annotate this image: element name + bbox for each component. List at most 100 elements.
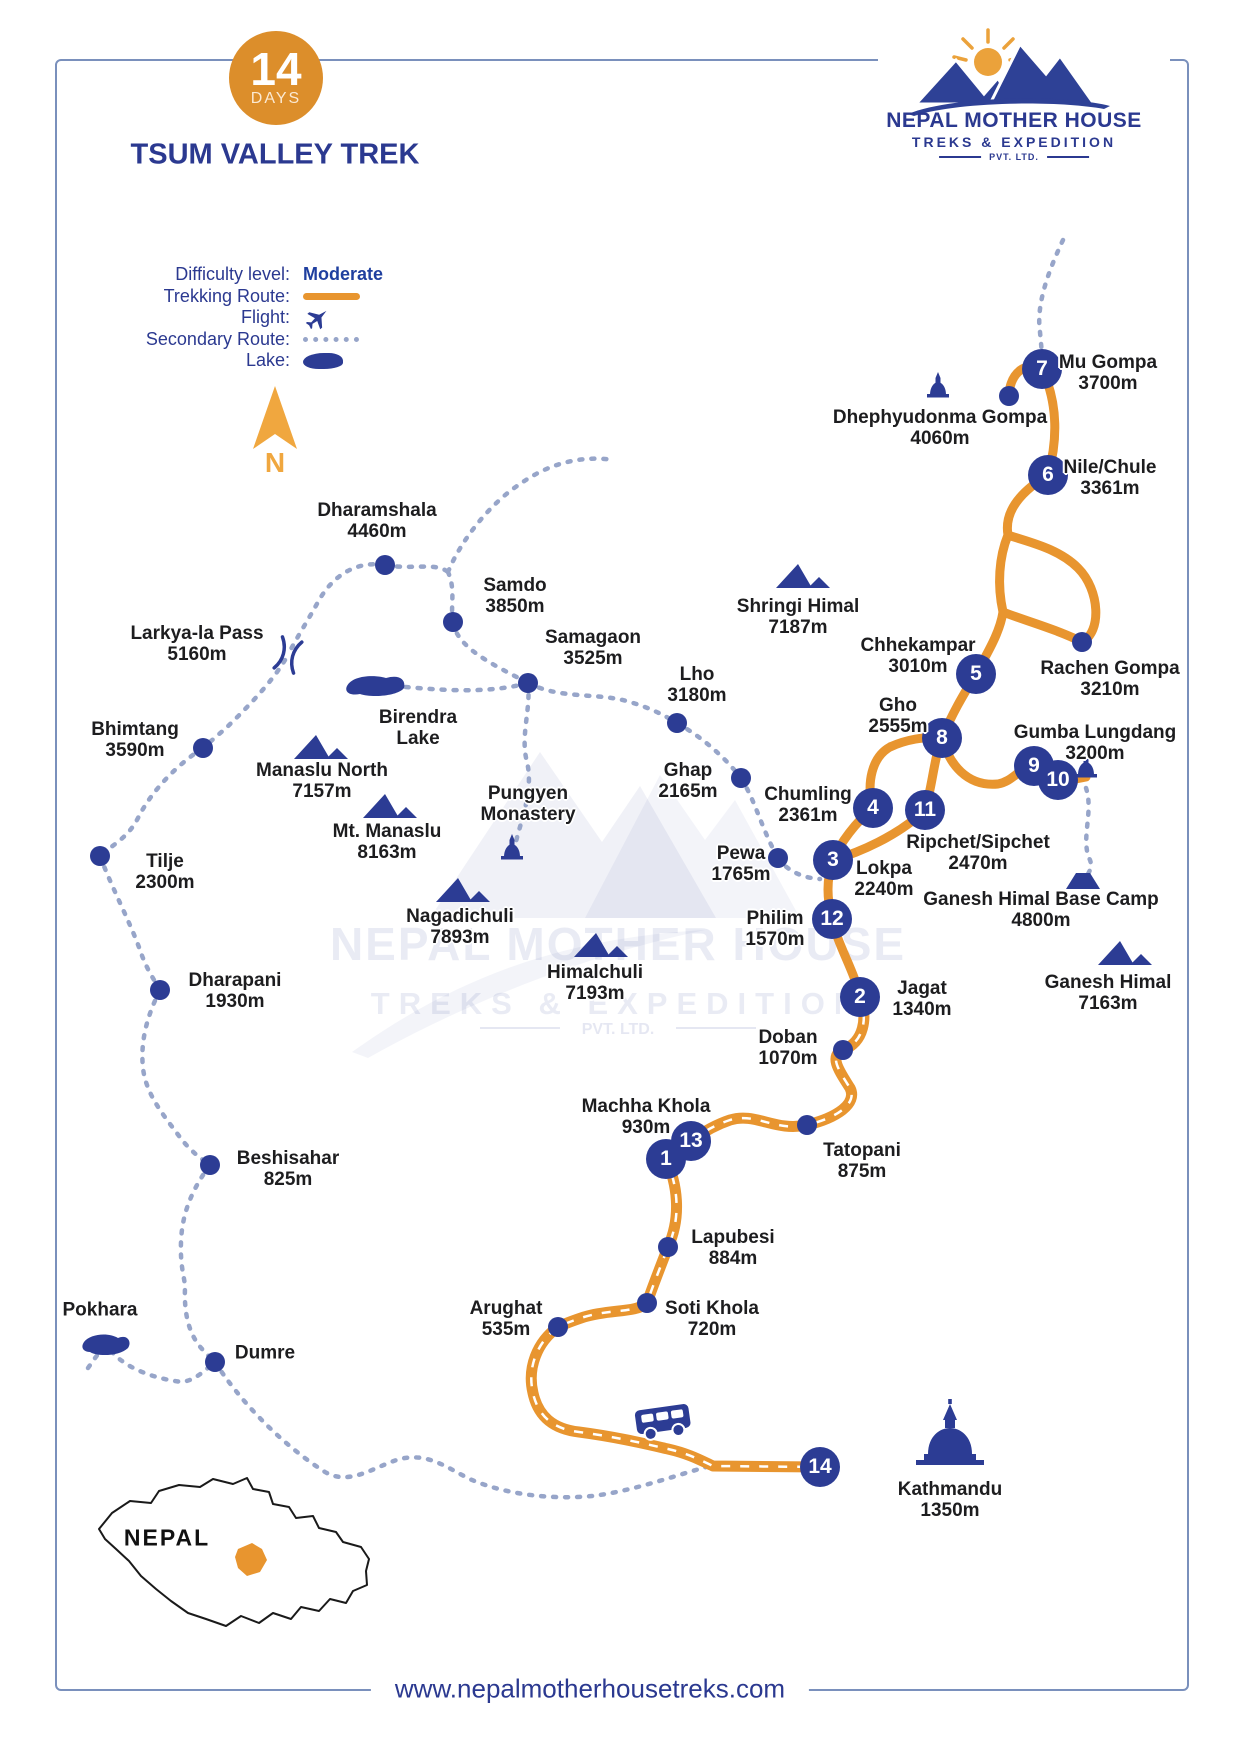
trekking-route-label: Trekking Route: — [163, 285, 290, 306]
flight-icon — [305, 310, 327, 329]
kathmandu-stupa-icon — [916, 1399, 984, 1465]
dot-arughat — [548, 1317, 568, 1337]
logo-graphic — [908, 28, 1110, 116]
days-badge: 14 DAYS — [229, 31, 323, 125]
dot-lapubesi — [658, 1237, 678, 1257]
nepal-inset-map — [98, 1477, 370, 1627]
lake-swatch — [303, 352, 343, 369]
legend-row-flight: Flight: — [118, 307, 383, 329]
legend-row-lake: Lake: — [118, 350, 383, 372]
lake-label: Lake: — [245, 350, 290, 371]
day-marker-2: 2 — [840, 977, 880, 1017]
days-unit: DAYS — [250, 90, 302, 107]
day-marker-13: 13 — [671, 1121, 711, 1161]
logo-mountains-icon — [908, 41, 1110, 116]
dot-lho — [667, 713, 687, 733]
dot-ghap — [731, 768, 751, 788]
day-marker-5: 5 — [956, 654, 996, 694]
dot-soti-khola — [637, 1293, 657, 1313]
dot-dharamshala — [375, 555, 395, 575]
watermark-line3: PVT. LTD. — [582, 1021, 655, 1038]
shringi-himal-icon — [776, 564, 830, 588]
watermark-logo: NEPAL MOTHER HOUSE TREKS & EXPEDITION PV… — [330, 752, 906, 1058]
day-marker-12: 12 — [812, 899, 852, 939]
day-marker-7: 7 — [1022, 349, 1062, 389]
trekking-route-swatch — [303, 292, 360, 300]
dot-tilje — [90, 846, 110, 866]
day-marker-14: 14 — [800, 1447, 840, 1487]
secondary-route-mu-gompa-north — [1037, 237, 1066, 361]
difficulty-value: Moderate — [303, 264, 384, 285]
dot-samdo — [443, 612, 463, 632]
dot-pewa — [768, 848, 788, 868]
day-marker-8: 8 — [922, 718, 962, 758]
north-arrow-icon — [253, 386, 297, 449]
logo-name: NEPAL MOTHER HOUSE — [886, 109, 1142, 132]
logo-rule-right — [1046, 156, 1089, 158]
secondary-routes — [85, 237, 1094, 1500]
bus-icon — [634, 1404, 691, 1441]
day-marker-6: 6 — [1028, 455, 1068, 495]
dot-doban — [833, 1040, 853, 1060]
legend-row-secondary-route: Secondary Route: — [118, 329, 383, 351]
day-marker-11: 11 — [905, 790, 945, 830]
difficulty-label: Difficulty level: — [175, 264, 290, 285]
ganesh-himal-icon — [1098, 941, 1152, 965]
flight-label: Flight: — [240, 307, 290, 328]
footer-website-link[interactable]: www.nepalmotherhousetreks.com — [370, 1673, 810, 1705]
dot-dumre — [205, 1352, 225, 1372]
dot-bhimtang — [193, 738, 213, 758]
legend-row-trekking-route: Trekking Route: — [118, 286, 383, 308]
day-marker-10: 10 — [1038, 760, 1078, 800]
day-marker-3: 3 — [813, 840, 853, 880]
north-label: N — [264, 447, 286, 478]
ganesh-himal-base-camp-icon — [1066, 873, 1100, 889]
secondary-route-swatch — [303, 336, 359, 342]
watermark-line2: TREKS & EXPEDITION — [371, 986, 865, 1021]
label-dumre: Dumre — [234, 1342, 296, 1364]
dot-dharapani — [150, 980, 170, 1000]
dot-tatopani — [797, 1115, 817, 1135]
watermark-line1: NEPAL MOTHER HOUSE — [330, 918, 906, 970]
legend-row-difficulty: Difficulty level: Moderate — [118, 264, 383, 286]
inset-country-label: NEPAL — [123, 1524, 211, 1551]
label-pokhara: Pokhara — [62, 1299, 138, 1321]
dot-samagaon — [518, 673, 538, 693]
days-value: 14 — [250, 43, 302, 95]
birendra-lake-shape — [346, 676, 405, 696]
